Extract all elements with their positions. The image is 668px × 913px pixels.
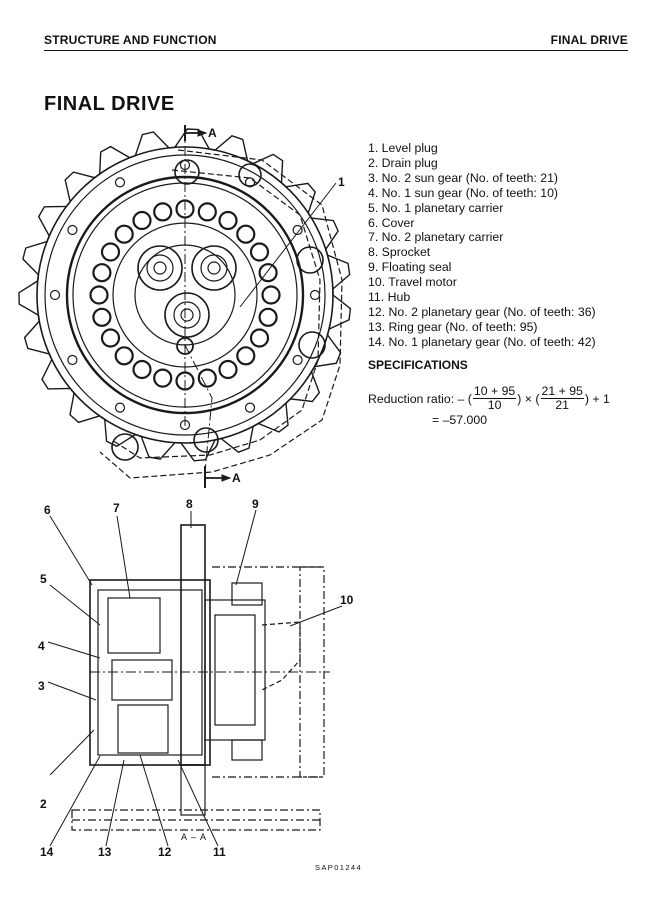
callout-1: 1	[338, 175, 345, 189]
header-section: STRUCTURE AND FUNCTION	[44, 33, 217, 47]
callout-8: 8	[186, 497, 193, 511]
parts-list: 1. Level plug 2. Drain plug 3. No. 2 sun…	[368, 141, 596, 350]
part-item: 10. Travel motor	[368, 275, 457, 290]
part-item: 3. No. 2 sun gear (No. of teeth: 21)	[368, 170, 559, 185]
part-item: 13. Ring gear (No. of teeth: 95)	[368, 319, 538, 334]
callout-4: 4	[38, 639, 45, 653]
part-item: 4. No. 1 sun gear (No. of teeth: 10)	[368, 185, 559, 200]
section-line	[184, 125, 232, 488]
callout-14: 14	[40, 845, 54, 859]
sprocket-top-view	[18, 125, 352, 488]
callout-13: 13	[98, 845, 112, 859]
fraction-1-numerator: 10 + 95	[472, 384, 517, 399]
inner-bolt-ring	[89, 199, 281, 391]
part-item: 6. Cover	[368, 215, 415, 230]
callout-9: 9	[252, 497, 259, 511]
drawing-id: SAP01244	[315, 863, 363, 872]
fraction-2-denominator: 21	[555, 398, 570, 412]
formula-label: Reduction ratio: –	[368, 391, 465, 406]
planetary-gears	[137, 245, 237, 355]
part-item: 1. Level plug	[368, 141, 438, 155]
reduction-ratio-result: = –57.000	[432, 413, 488, 427]
part-item: 12. No. 2 planetary gear (No. of teeth: …	[368, 304, 596, 319]
callout-2: 2	[40, 797, 47, 811]
outer-bolt-circle	[49, 159, 321, 431]
section-caption: A – A	[181, 832, 208, 842]
callout-leaders	[47, 509, 343, 847]
part-item: 11. Hub	[368, 290, 411, 305]
page-title: FINAL DRIVE	[44, 93, 175, 115]
specifications-heading: SPECIFICATIONS	[368, 358, 468, 372]
sectional-view	[47, 509, 343, 847]
callout-3: 3	[38, 679, 45, 693]
part-item: 9. Floating seal	[368, 260, 452, 275]
callout-leader-1	[239, 182, 337, 308]
track-rollers	[111, 159, 326, 461]
fraction-1-denominator: 10	[487, 398, 502, 412]
part-item: 2. Drain plug	[368, 155, 438, 170]
track-links	[99, 149, 343, 479]
part-item: 14. No. 1 planetary gear (No. of teeth: …	[368, 334, 596, 349]
callout-10: 10	[340, 593, 354, 607]
callout-7: 7	[113, 501, 120, 515]
part-item: 8. Sprocket	[368, 245, 431, 260]
plus-one: + 1	[592, 391, 610, 406]
callout-labels: A A 1 2 3 4 5 6 7 8 9 10 11 12 13 14	[38, 126, 354, 859]
fraction-2-numerator: 21 + 95	[540, 384, 584, 399]
callout-11: 11	[213, 845, 226, 859]
header-rule	[44, 50, 628, 51]
section-marker-bottom: A	[232, 471, 241, 485]
times-sign: ×	[524, 391, 532, 406]
callout-6: 6	[44, 503, 51, 517]
part-item: 7. No. 2 planetary carrier	[368, 230, 504, 245]
callout-5: 5	[40, 572, 47, 586]
header-topic: FINAL DRIVE	[550, 33, 628, 47]
callout-12: 12	[158, 845, 172, 859]
part-item: 5. No. 1 planetary carrier	[368, 200, 504, 215]
section-marker-top: A	[208, 126, 217, 140]
